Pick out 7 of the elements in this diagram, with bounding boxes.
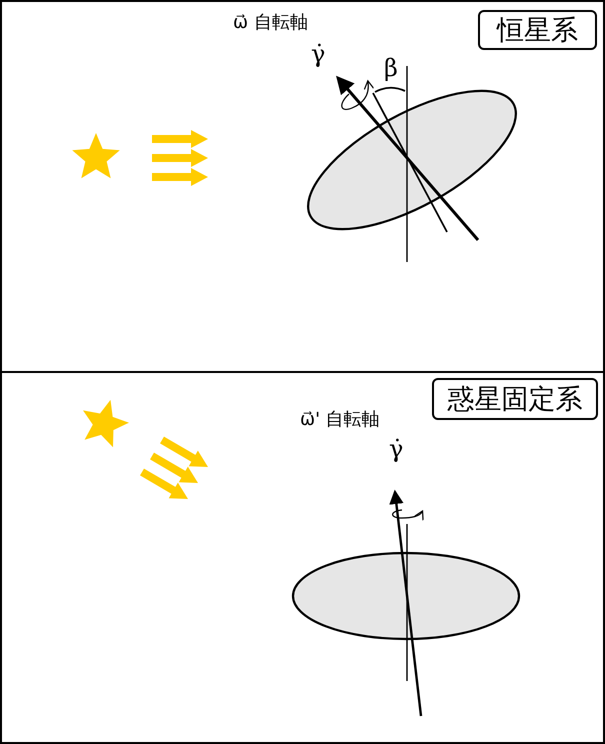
symbol-label: γ̇	[311, 42, 326, 66]
axis-label: ω⃗ 自転軸	[233, 14, 308, 32]
symbol-label: γ̇	[389, 437, 404, 461]
frame-label-box: 惑星固定系	[432, 378, 598, 420]
frame-label-box: 恒星系	[478, 10, 597, 50]
angle-label: β	[384, 56, 398, 80]
axis-label: ω⃗' 自転軸	[300, 411, 380, 429]
